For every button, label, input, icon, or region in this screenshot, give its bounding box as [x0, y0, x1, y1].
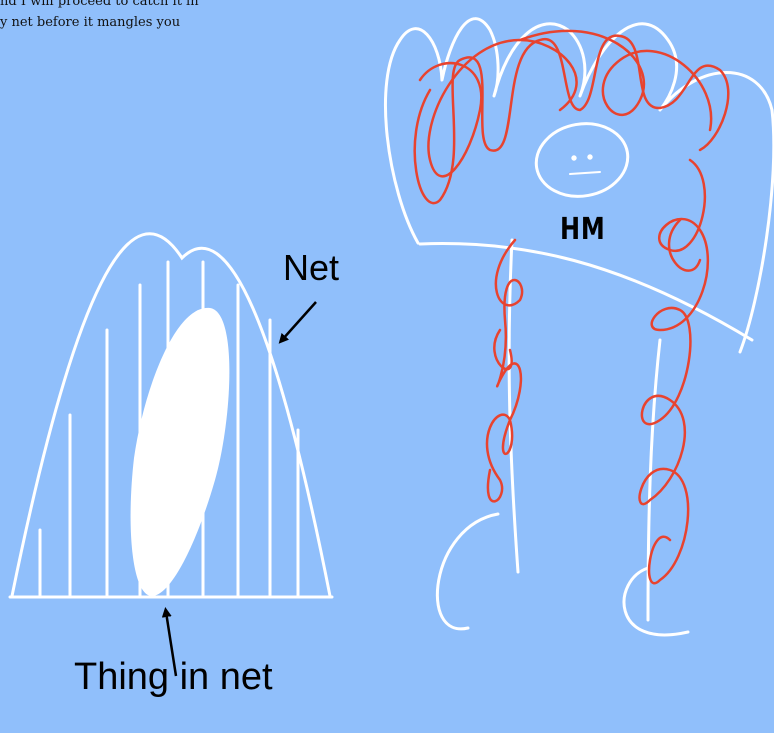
net-label: Net	[283, 247, 339, 289]
arrow-to-net	[282, 302, 316, 340]
caption-line-1: nd I will proceed to catch it in	[0, 0, 199, 12]
monster-hair-scribble	[415, 31, 729, 583]
thing-blob	[131, 308, 230, 596]
monster-label: HM	[560, 212, 606, 247]
thing-in-net-label: Thing in net	[74, 656, 273, 699]
caption-text: nd I will proceed to catch it in y net b…	[0, 0, 330, 84]
caption-line-2: y net before it mangles you	[0, 12, 180, 33]
